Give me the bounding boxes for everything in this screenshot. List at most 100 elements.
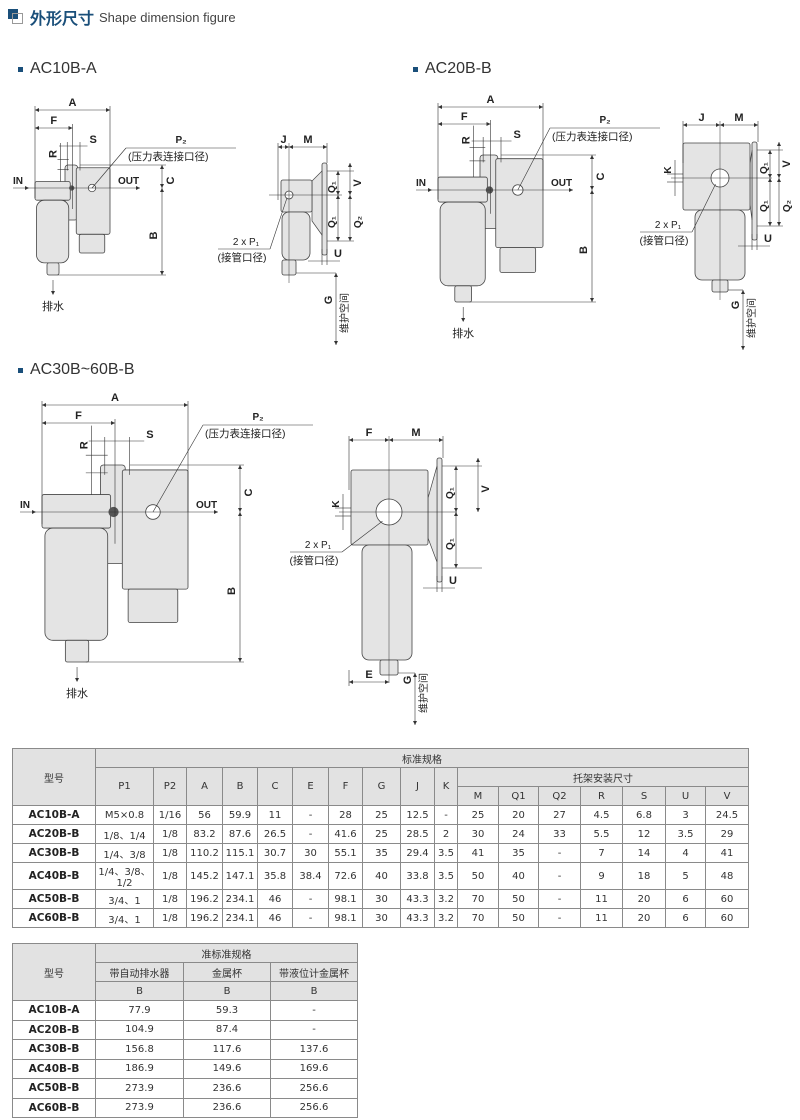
arrowhead-icon: [720, 123, 758, 127]
table-cell: 186.9: [95, 1058, 184, 1079]
dim-label-b: B: [148, 231, 160, 239]
table-cell: -: [270, 1019, 358, 1040]
dim-label-a: A: [487, 94, 495, 106]
column-header: K: [434, 767, 458, 806]
header-title-cn: 外形尺寸: [30, 9, 95, 28]
table-cell: 1/16: [153, 805, 187, 825]
column-header: 带自动排水器: [95, 962, 184, 982]
dim-label-m: M: [734, 112, 743, 124]
table-cell: 196.2: [186, 889, 223, 909]
drain-label: 排水: [452, 326, 474, 340]
column-header: B: [222, 767, 258, 806]
dim-label-q1-lower: Q₁: [445, 538, 456, 550]
table-cell: 18: [622, 862, 666, 890]
table-cell: 11: [580, 908, 623, 928]
dim-label-c: C: [165, 176, 177, 184]
regulator-body: [495, 158, 544, 249]
dim-label-v: V: [352, 179, 364, 187]
bracket-plate: [321, 162, 328, 256]
table-cell: 234.1: [222, 908, 258, 928]
model-cell: AC50B-B: [12, 1078, 96, 1099]
filter-head: [34, 181, 71, 201]
table-cell: 43.3: [400, 889, 435, 909]
regulator-knob: [499, 247, 537, 274]
maintenance-space-label: 维护空间: [338, 293, 351, 333]
table-cell: 30: [292, 843, 329, 863]
table-cell: 35: [362, 843, 401, 863]
bracket-arm: [427, 465, 438, 563]
bullet-icon: [413, 66, 418, 72]
table-cell: 60: [704, 889, 750, 909]
model-cell: AC60B-B: [12, 908, 96, 928]
table-cell: 115.1: [222, 843, 258, 863]
table-cell: 1/4、3/8、1/2: [95, 862, 154, 890]
filter-bowl: [36, 199, 70, 264]
column-header: 带液位计金属杯: [270, 962, 358, 982]
table-cell: 3/4、1: [95, 908, 154, 928]
table-cell: 3.2: [434, 889, 458, 909]
table-cell: 30: [457, 824, 499, 844]
table-cell: 59.9: [222, 805, 258, 825]
section-label: AC10B-A: [30, 60, 97, 77]
dim-label-q2: Q₂: [353, 216, 364, 228]
model-cell: AC10B-A: [12, 1000, 96, 1021]
arrowhead-icon: [777, 142, 781, 178]
table-cell: 147.1: [222, 862, 258, 890]
table-cell: 87.4: [183, 1019, 271, 1040]
table-cell: 25: [457, 805, 499, 825]
column-header: G: [362, 767, 401, 806]
table-cell: 35.8: [257, 862, 293, 890]
table-cell: -: [270, 1000, 358, 1021]
table-cell: 25: [362, 805, 401, 825]
table-cell: 50: [457, 862, 499, 890]
table-cell: 55.1: [328, 843, 363, 863]
table-cell: 169.6: [270, 1058, 358, 1079]
out-label: OUT: [551, 178, 572, 189]
column-subheader: B: [95, 981, 184, 1001]
drain-arrow-icon: [461, 318, 466, 322]
table-cell: 1/8: [153, 843, 187, 863]
out-label: OUT: [196, 500, 217, 511]
table-cell: -: [538, 889, 581, 909]
column-header: C: [257, 767, 293, 806]
section-title-ac30b-60b: AC30B~60B-B: [18, 361, 135, 379]
dim-label-j: J: [280, 134, 286, 146]
dim-label-g: G: [402, 676, 414, 685]
table-cell: 50: [498, 889, 539, 909]
dim-label-q1: Q₁: [445, 487, 456, 499]
table-cell: 1/8: [153, 889, 187, 909]
maintenance-space-label: 维护空间: [745, 298, 758, 338]
dim-label-u: U: [334, 248, 342, 260]
dim-label-e: E: [365, 669, 372, 681]
table-cell: 83.2: [186, 824, 223, 844]
table-cell: 11: [257, 805, 293, 825]
drain-arrow-icon: [51, 291, 55, 295]
model-header: 型号: [12, 943, 96, 1001]
table-cell: 3/4、1: [95, 889, 154, 909]
table-cell: 117.6: [183, 1039, 271, 1060]
table-cell: 149.6: [183, 1058, 271, 1079]
arrowhead-icon: [349, 680, 389, 684]
table-cell: 30: [362, 908, 401, 928]
dim-label-r: R: [48, 150, 60, 158]
p1-description: (接管口径): [218, 251, 267, 264]
leader-line: [691, 184, 716, 233]
dim-label-q1-lower: Q₁: [759, 200, 770, 212]
table-cell: 33.8: [400, 862, 435, 890]
section-label: AC30B~60B-B: [30, 361, 135, 378]
table-cell: -: [538, 908, 581, 928]
table-cell: 273.9: [95, 1078, 184, 1099]
table-cell: 5.5: [580, 824, 623, 844]
